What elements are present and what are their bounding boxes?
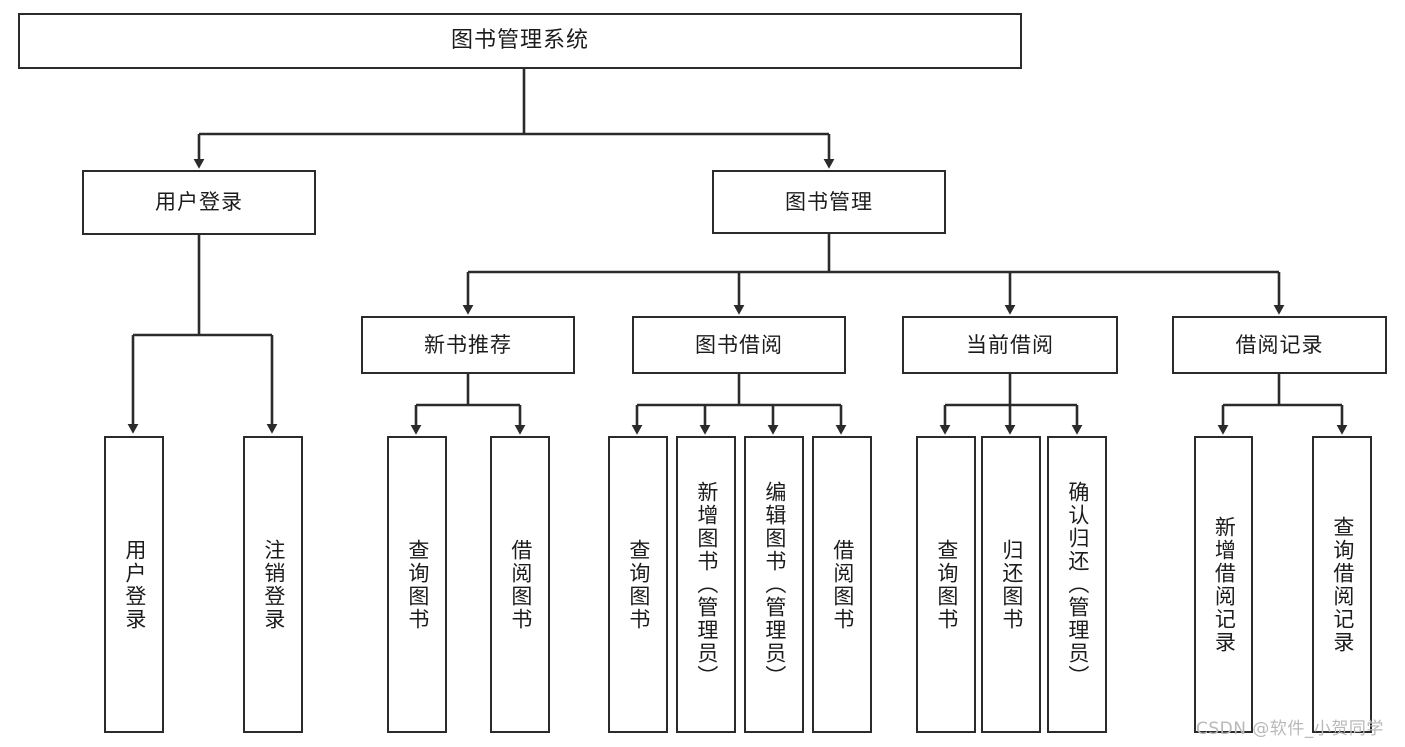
leaf-label: 借阅图书 xyxy=(508,538,533,631)
node-book-management[interactable]: 图书管理 xyxy=(712,170,946,234)
leaf-return-book[interactable]: 归还图书 xyxy=(981,436,1041,733)
leaf-label: 用户登录 xyxy=(122,538,147,631)
node-label: 当前借阅 xyxy=(966,332,1054,357)
node-root-library-system[interactable]: 图书管理系统 xyxy=(18,13,1022,69)
leaf-label: 注销登录 xyxy=(261,538,286,631)
leaf-query-book-new[interactable]: 查询图书 xyxy=(387,436,447,733)
leaf-user-logout[interactable]: 注销登录 xyxy=(243,436,303,733)
leaf-user-login[interactable]: 用户登录 xyxy=(104,436,164,733)
leaf-label: 借阅图书 xyxy=(830,538,855,631)
node-label: 用户登录 xyxy=(155,190,243,215)
leaf-borrow-book[interactable]: 借阅图书 xyxy=(812,436,872,733)
leaf-label: 查询图书 xyxy=(626,538,651,631)
leaf-edit-book-admin[interactable]: 编辑图书（管理员） xyxy=(744,436,804,733)
leaf-label: 新增图书（管理员） xyxy=(694,481,719,688)
node-book-borrow[interactable]: 图书借阅 xyxy=(632,316,846,374)
leaf-confirm-return-admin[interactable]: 确认归还（管理员） xyxy=(1047,436,1107,733)
leaf-add-book-admin[interactable]: 新增图书（管理员） xyxy=(676,436,736,733)
leaf-label: 确认归还（管理员） xyxy=(1065,481,1090,688)
node-user-login[interactable]: 用户登录 xyxy=(82,170,316,235)
leaf-label: 归还图书 xyxy=(999,538,1024,631)
leaf-query-book-current[interactable]: 查询图书 xyxy=(916,436,976,733)
node-label: 图书管理系统 xyxy=(450,28,589,54)
leaf-label: 查询图书 xyxy=(405,538,430,631)
node-label: 图书管理 xyxy=(785,189,873,214)
node-label: 借阅记录 xyxy=(1235,332,1324,357)
leaf-query-borrow-record[interactable]: 查询借阅记录 xyxy=(1312,436,1372,733)
node-label: 新书推荐 xyxy=(424,332,512,357)
node-new-book-recommend[interactable]: 新书推荐 xyxy=(361,316,575,374)
leaf-label: 查询借阅记录 xyxy=(1330,515,1355,654)
node-current-borrow[interactable]: 当前借阅 xyxy=(902,316,1118,374)
node-label: 图书借阅 xyxy=(695,332,783,357)
leaf-label: 查询图书 xyxy=(934,538,959,631)
leaf-label: 新增借阅记录 xyxy=(1212,515,1237,654)
leaf-add-borrow-record[interactable]: 新增借阅记录 xyxy=(1194,436,1253,733)
csdn-watermark: CSDN @软件_小贺同学 xyxy=(1196,719,1384,739)
leaf-query-book-borrow[interactable]: 查询图书 xyxy=(608,436,668,733)
leaf-label: 编辑图书（管理员） xyxy=(762,481,787,688)
node-borrow-record[interactable]: 借阅记录 xyxy=(1172,316,1387,374)
leaf-borrow-book-new[interactable]: 借阅图书 xyxy=(490,436,550,733)
